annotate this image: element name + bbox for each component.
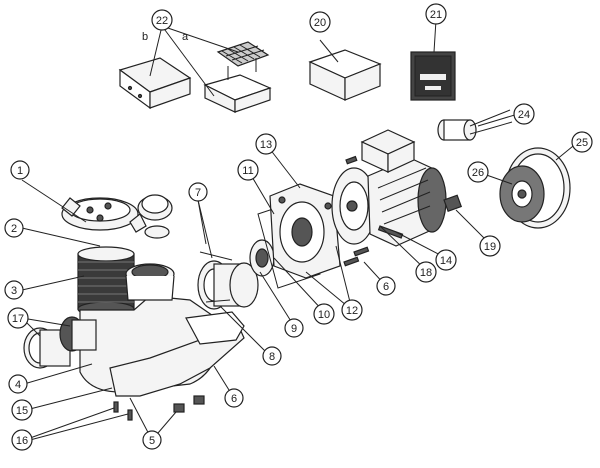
drain-plugs — [113, 395, 205, 421]
motor-flange — [331, 167, 377, 245]
callout-8: 8 — [262, 346, 282, 366]
callout-20: 20 — [309, 11, 331, 33]
callout-18: 18 — [415, 261, 437, 283]
callout-22-label: 22 — [156, 15, 168, 27]
callout-14-label: 14 — [440, 255, 452, 267]
callout-1: 1 — [10, 160, 30, 180]
callout-6-right: 6 — [376, 276, 396, 296]
callout-16-label: 16 — [16, 435, 28, 447]
motor-plug — [443, 194, 463, 213]
callout-26-label: 26 — [472, 167, 484, 179]
callout-3: 3 — [4, 280, 24, 300]
callout-11: 11 — [237, 159, 259, 181]
callout-15: 15 — [11, 399, 33, 421]
callout-5-label: 5 — [149, 435, 155, 447]
callout-14: 14 — [435, 249, 457, 271]
callout-17-label: 17 — [12, 313, 24, 325]
callout-16: 16 — [11, 429, 33, 451]
callout-24: 24 — [513, 103, 535, 125]
callout-6-left: 6 — [224, 388, 244, 408]
letter-b: b — [142, 31, 148, 43]
callout-1-label: 1 — [17, 165, 23, 177]
callout-22: 22 — [151, 9, 173, 31]
callout-17: 17 — [7, 307, 29, 329]
variable-speed-drive — [308, 49, 382, 101]
callout-6-left-label: 6 — [231, 393, 237, 405]
callout-20-label: 20 — [314, 17, 326, 29]
callout-7: 7 — [188, 182, 208, 202]
callout-24-label: 24 — [518, 109, 530, 121]
callout-4: 4 — [8, 374, 28, 394]
diffuser-assembly — [197, 251, 259, 310]
callout-9-label: 9 — [291, 323, 297, 335]
callout-21-label: 21 — [430, 9, 442, 21]
callout-25-label: 25 — [576, 137, 588, 149]
callout-13-label: 13 — [260, 139, 272, 151]
control-panel-display — [410, 51, 456, 101]
motor-bolts — [343, 246, 370, 267]
fan-blades — [499, 165, 545, 223]
callout-3-label: 3 — [11, 285, 17, 297]
control-box-lid — [118, 57, 192, 110]
shaft-screw — [345, 155, 404, 239]
callout-19-label: 19 — [484, 241, 496, 253]
callout-25: 25 — [571, 131, 593, 153]
callout-10: 10 — [313, 303, 335, 325]
callout-15-label: 15 — [16, 405, 28, 417]
motor-body — [360, 129, 447, 247]
callout-2-label: 2 — [11, 223, 17, 235]
control-box-heatsink — [203, 41, 272, 113]
callout-10-label: 10 — [318, 309, 330, 321]
callout-13: 13 — [255, 133, 277, 155]
seal-plate — [269, 183, 341, 279]
callout-12: 12 — [341, 299, 363, 321]
letter-a: a — [182, 31, 189, 43]
callout-11-label: 11 — [242, 165, 253, 177]
callout-5: 5 — [142, 430, 162, 450]
callout-9: 9 — [284, 318, 304, 338]
lid-union-connector — [137, 194, 173, 239]
callout-18-label: 18 — [420, 267, 432, 279]
pump-lid — [61, 197, 147, 233]
callout-2: 2 — [4, 218, 24, 238]
callout-21: 21 — [425, 3, 447, 25]
callout-19: 19 — [479, 235, 501, 257]
callout-8-label: 8 — [269, 351, 275, 363]
strainer-basket — [77, 246, 135, 317]
callout-7-label: 7 — [195, 187, 201, 199]
inlet-union — [23, 316, 97, 369]
pump-base — [109, 311, 245, 397]
capacitor — [437, 109, 513, 141]
callout-26: 26 — [467, 161, 489, 183]
callout-4-label: 4 — [15, 379, 21, 391]
callout-12-label: 12 — [346, 305, 358, 317]
callout-6-right-label: 6 — [383, 281, 389, 293]
